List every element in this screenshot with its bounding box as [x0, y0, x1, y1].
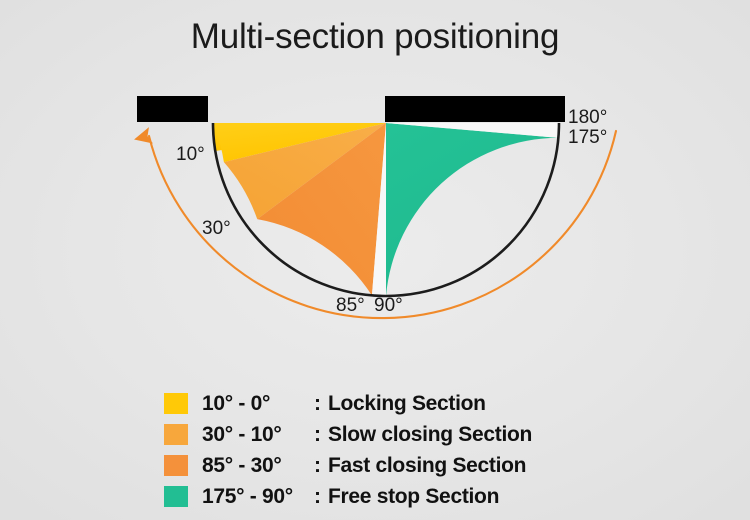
sector-group: [213, 123, 559, 296]
angle-label-90: 90°: [374, 295, 403, 316]
sector-gap-175-180: [386, 123, 559, 138]
legend-desc-fast-closing: Fast closing Section: [328, 453, 527, 477]
legend-range-locking: 10° - 0°: [202, 391, 271, 415]
semicircle-outline: [211, 122, 561, 298]
legend-swatch-free-stop: [164, 486, 188, 507]
page-title: Multi-section positioning: [190, 17, 560, 56]
sector-fast-closing-section: [257, 123, 386, 296]
legend-range-slow-closing: 30° - 10°: [202, 422, 282, 446]
legend-row-fast-closing: 85° - 30° : Fast closing Section: [164, 450, 624, 481]
rotation-direction-arrow: [134, 127, 618, 320]
legend: 10° - 0° : Locking Section 30° - 10° : S…: [164, 388, 624, 512]
legend-swatch-locking: [164, 393, 188, 414]
legend-row-slow-closing: 30° - 10° : Slow closing Section: [164, 419, 624, 450]
angle-label-85: 85°: [336, 295, 365, 316]
angle-label-30: 30°: [202, 218, 231, 239]
sector-gap-85-90: [371, 123, 386, 296]
legend-swatch-fast-closing: [164, 455, 188, 476]
legend-desc-free-stop: Free stop Section: [328, 484, 500, 508]
angle-label-10: 10°: [176, 144, 205, 165]
legend-separator: :: [314, 422, 321, 446]
angle-label-180: 180°: [568, 107, 608, 128]
legend-separator: :: [314, 484, 321, 508]
legend-desc-locking: Locking Section: [328, 391, 486, 415]
door-panel-closed-position: [385, 96, 565, 122]
legend-swatch-slow-closing: [164, 424, 188, 445]
sector-slow-closing-section: [223, 123, 386, 220]
legend-desc-slow-closing: Slow closing Section: [328, 422, 533, 446]
legend-row-locking: 10° - 0° : Locking Section: [164, 388, 624, 419]
legend-range-fast-closing: 85° - 30°: [202, 453, 282, 477]
angle-label-175: 175°: [568, 127, 608, 148]
legend-row-free-stop: 175° - 90° : Free stop Section: [164, 481, 624, 512]
door-panel-open-position: [137, 96, 208, 122]
sector-free-stop-section: [386, 123, 559, 296]
legend-separator: :: [314, 453, 321, 477]
legend-separator: :: [314, 391, 321, 415]
legend-range-free-stop: 175° - 90°: [202, 484, 293, 508]
sector-locking-section: [213, 123, 386, 163]
